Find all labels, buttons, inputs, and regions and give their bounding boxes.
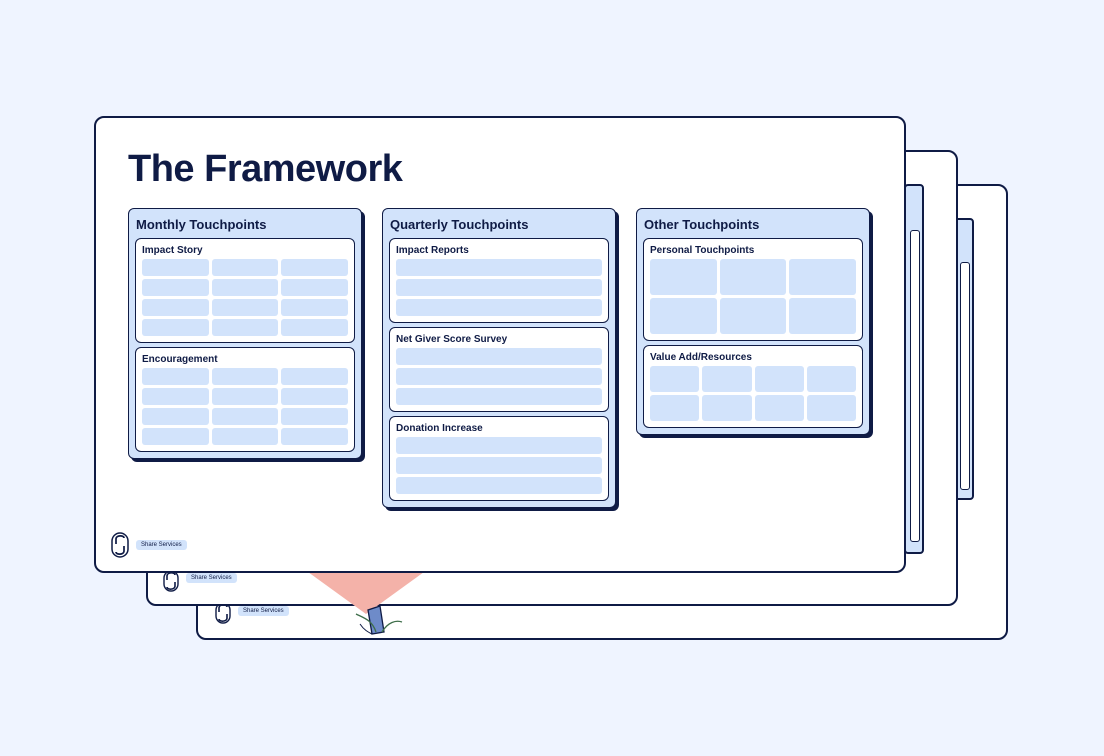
touchpoint-section: Impact Reports [389, 238, 609, 323]
placeholder-cell [650, 366, 700, 392]
placeholder-cell [281, 259, 348, 276]
placeholder-cell [211, 259, 279, 276]
placeholder-cell [806, 366, 856, 392]
placeholder-cell [396, 299, 602, 316]
placeholder-cell [396, 368, 602, 385]
placeholder-cell [281, 299, 348, 316]
placeholder-cell [281, 388, 348, 405]
footer-badge: Share Services [136, 540, 187, 550]
placeholder-cell [719, 259, 787, 295]
placeholder-grid [650, 366, 856, 421]
placeholder-cell [650, 395, 700, 421]
placeholder-cell [211, 408, 279, 425]
placeholder-cell [281, 319, 348, 336]
touchpoint-section: Personal Touchpoints [643, 238, 863, 341]
touchpoint-section: Net Giver Score Survey [389, 327, 609, 412]
placeholder-cell [211, 299, 279, 316]
placeholder-cell [211, 368, 279, 385]
placeholder-grid [142, 259, 348, 336]
placeholder-cell [281, 368, 348, 385]
placeholder-cell [142, 319, 209, 336]
placeholder-cell [281, 428, 348, 445]
placeholder-grid [142, 368, 348, 445]
placeholder-cell [754, 395, 804, 421]
placeholder-grid [396, 348, 602, 405]
placeholder-cell [211, 279, 279, 296]
touchpoint-section: Donation Increase [389, 416, 609, 501]
placeholder-cell [281, 279, 348, 296]
placeholder-cell [396, 477, 602, 494]
placeholder-cell [142, 368, 209, 385]
placeholder-cell [719, 298, 787, 334]
placeholder-cell [650, 298, 717, 334]
section-title: Encouragement [142, 354, 218, 365]
section-title: Net Giver Score Survey [396, 334, 508, 345]
card-title: Monthly Touchpoints [136, 217, 267, 232]
section-title: Donation Increase [396, 423, 483, 434]
touchpoint-section: Value Add/Resources [643, 345, 863, 428]
placeholder-cell [396, 279, 602, 296]
placeholder-cell [142, 388, 209, 405]
placeholder-cell [806, 395, 856, 421]
placeholder-grid [396, 259, 602, 316]
section-title: Personal Touchpoints [650, 245, 755, 256]
placeholder-cell [396, 388, 602, 405]
placeholder-cell [754, 366, 804, 392]
section-title: Value Add/Resources [650, 352, 752, 363]
placeholder-cell [789, 259, 856, 295]
slide-edge-panel [904, 184, 924, 554]
placeholder-grid [396, 437, 602, 494]
placeholder-cell [211, 319, 279, 336]
placeholder-cell [142, 408, 209, 425]
placeholder-cell [702, 395, 752, 421]
touchpoint-section: Impact Story [135, 238, 355, 343]
placeholder-cell [650, 259, 717, 295]
page-title: The Framework [128, 148, 403, 190]
placeholder-cell [396, 437, 602, 454]
placeholder-cell [396, 259, 602, 276]
plant-illustration [350, 602, 410, 641]
section-title: Impact Reports [396, 245, 469, 256]
card-title: Other Touchpoints [644, 217, 760, 232]
placeholder-cell [396, 457, 602, 474]
share-services-logo-icon [214, 602, 232, 629]
placeholder-cell [281, 408, 348, 425]
coral-illustration-shape [308, 572, 424, 614]
placeholder-cell [211, 388, 279, 405]
placeholder-cell [142, 428, 209, 445]
share-services-logo-icon [110, 532, 130, 563]
share-services-logo-icon [162, 570, 180, 597]
placeholder-cell [211, 428, 279, 445]
touchpoint-section: Encouragement [135, 347, 355, 452]
placeholder-cell [142, 259, 209, 276]
footer-badge: Share Services [186, 573, 237, 583]
card-title: Quarterly Touchpoints [390, 217, 529, 232]
placeholder-grid [650, 259, 856, 334]
placeholder-cell [142, 279, 209, 296]
placeholder-cell [396, 348, 602, 365]
section-title: Impact Story [142, 245, 203, 256]
placeholder-cell [142, 299, 209, 316]
footer-badge: Share Services [238, 606, 289, 616]
placeholder-cell [789, 298, 856, 334]
placeholder-cell [702, 366, 752, 392]
